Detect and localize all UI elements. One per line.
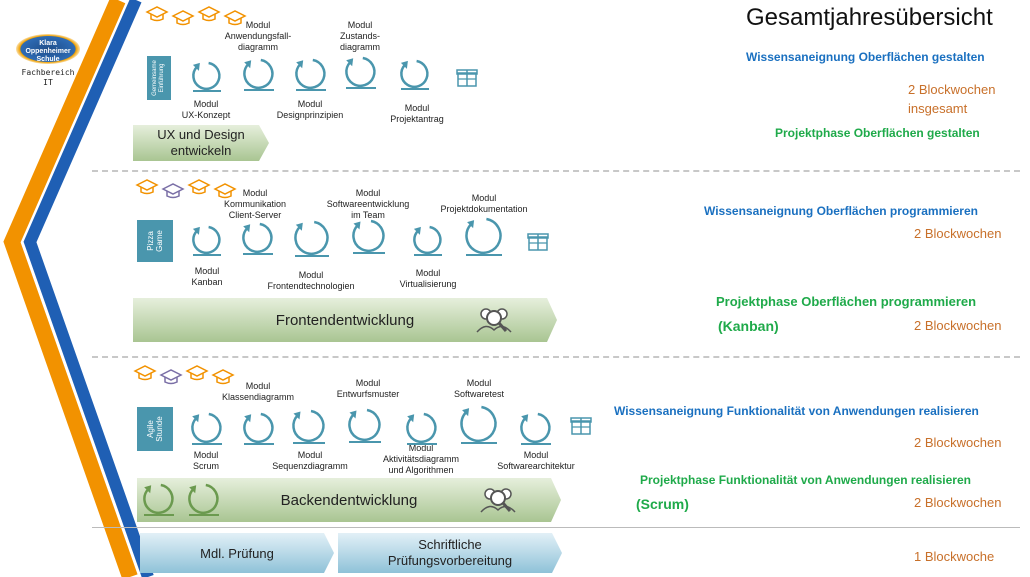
exam-arrow: Mdl. Prüfung xyxy=(140,533,334,573)
exam-label: Mdl. Prüfung xyxy=(200,545,274,561)
graduation-hat-icon xyxy=(145,6,169,22)
section-separator xyxy=(92,356,1020,358)
graduation-hat-icon xyxy=(135,179,159,195)
weeks-text: 2 Blockwochen xyxy=(914,435,1002,450)
weeks-text: 2 Blockwochen insgesamt xyxy=(908,82,996,116)
department-label: Fachbereich IT xyxy=(12,68,84,88)
section2-tag: Pizza Game xyxy=(137,220,173,262)
chevron-decoration xyxy=(3,0,154,577)
graduation-hat-icon xyxy=(159,369,183,385)
module-label: Modul Entwurfsmuster xyxy=(336,378,400,399)
graduation-hat-icon xyxy=(197,6,221,22)
gift-icon xyxy=(456,69,478,87)
cycle-icon xyxy=(413,225,442,256)
module-label: Modul Projektantrag xyxy=(390,103,444,124)
school-logo: Klara Oppenheimer Schule Fachbereich IT xyxy=(12,34,84,88)
module-label: Modul Aktivitätsdiagramm und Algorithmen xyxy=(382,443,460,475)
graduation-hat-icon xyxy=(213,183,237,199)
cycle-icon xyxy=(406,412,437,445)
module-label: Modul Softwarearchitektur xyxy=(497,450,575,471)
page-title: Gesamtjahresübersicht xyxy=(746,4,993,31)
cycle-icon xyxy=(292,409,325,444)
cycle-icon xyxy=(348,408,381,443)
hat-icons xyxy=(133,364,243,386)
module-label: Modul Virtualisierung xyxy=(399,268,457,289)
phase-label: UX und Design entwickeln xyxy=(157,127,245,158)
cycle-icon xyxy=(191,412,222,445)
cycle-icon xyxy=(460,405,497,444)
prep-arrow: Schriftliche Prüfungsvorbereitung xyxy=(338,533,562,573)
graduation-hat-icon xyxy=(187,179,211,195)
team-search-icon xyxy=(476,308,512,333)
section3-tag: Agile Stunde xyxy=(137,407,173,451)
cycle-icon xyxy=(294,220,329,257)
section-separator xyxy=(92,527,1020,528)
hat-icons xyxy=(135,178,245,200)
graduation-hat-icon xyxy=(185,365,209,381)
logo-text: Klara Oppenheimer Schule xyxy=(25,40,71,63)
cycle-icon xyxy=(242,222,273,255)
logo-badge: Klara Oppenheimer Schule xyxy=(16,34,80,64)
graduation-hat-icon xyxy=(211,369,235,385)
cycle-icon xyxy=(520,412,551,445)
module-label: Modul Zustands- diagramm xyxy=(339,20,381,52)
method-text: (Kanban) xyxy=(718,318,779,334)
cycle-icon xyxy=(295,58,326,91)
gift-icon xyxy=(570,417,592,435)
prep-label: Schriftliche Prüfungsvorbereitung xyxy=(387,537,513,568)
phase-arrow-ux: UX und Design entwickeln xyxy=(133,125,269,161)
knowledge-text: Wissensaneignung Oberflächen gestalten xyxy=(746,50,985,64)
cycle-icon xyxy=(400,59,429,90)
cycle-icon xyxy=(352,219,385,254)
module-label: Modul Softwareentwicklung im Team xyxy=(326,188,410,220)
cycle-icon xyxy=(243,412,274,445)
knowledge-text: Wissensaneignung Oberflächen programmier… xyxy=(704,204,978,218)
weeks-text: 2 Blockwochen xyxy=(914,318,1002,333)
module-label: Modul Kommunikation Client-Server xyxy=(223,188,287,220)
cycle-icon xyxy=(465,217,502,256)
section1-tag: Gemeinsame Einführung xyxy=(147,56,171,100)
module-label: Modul Projektdokumentation xyxy=(440,193,528,214)
department-line1: Fachbereich xyxy=(21,68,75,77)
graduation-hat-icon xyxy=(133,365,157,381)
scrum-cycle-icon xyxy=(188,483,219,516)
module-label: Modul Frontendtechnologien xyxy=(267,270,355,291)
module-label: Modul Kanban xyxy=(191,266,223,287)
knowledge-text: Wissensaneignung Funktionalität von Anwe… xyxy=(614,404,979,418)
module-label: Modul Klassendiagramm xyxy=(221,381,295,402)
weeks-text: 2 Blockwochen xyxy=(914,495,1002,510)
hat-icons xyxy=(145,5,265,27)
cycle-icon xyxy=(345,56,376,89)
graduation-hat-icon xyxy=(161,183,185,199)
phase-label: Backendentwicklung xyxy=(280,491,418,509)
project-text: Projektphase Oberflächen programmieren xyxy=(716,294,977,309)
module-label: Modul Designprinzipien xyxy=(276,99,344,120)
cycle-icon xyxy=(192,225,221,256)
project-text: Projektphase Funktionalität von Anwendun… xyxy=(640,473,971,487)
module-label: Modul Sequenzdiagramm xyxy=(272,450,348,471)
cycle-icon xyxy=(192,61,221,92)
gift-icon xyxy=(527,233,549,251)
weeks-text: 2 Blockwochen xyxy=(914,226,1002,241)
module-label: Modul Scrum xyxy=(192,450,220,471)
department-line2: IT xyxy=(43,78,53,87)
method-text: (Scrum) xyxy=(636,496,689,512)
module-label: Modul Anwendungsfall- diagramm xyxy=(224,20,292,52)
graduation-hat-icon xyxy=(223,10,247,26)
module-label: Modul Softwaretest xyxy=(453,378,505,399)
graduation-hat-icon xyxy=(171,10,195,26)
cycle-icon xyxy=(243,58,274,91)
phase-label: Frontendentwicklung xyxy=(275,311,415,329)
weeks-text: 1 Blockwoche xyxy=(914,549,995,564)
scrum-cycle-icon xyxy=(143,483,174,516)
project-text: Projektphase Oberflächen gestalten xyxy=(775,126,980,140)
team-search-icon xyxy=(480,488,516,513)
module-label: Modul UX-Konzept xyxy=(181,99,231,120)
section-separator xyxy=(92,170,1020,172)
